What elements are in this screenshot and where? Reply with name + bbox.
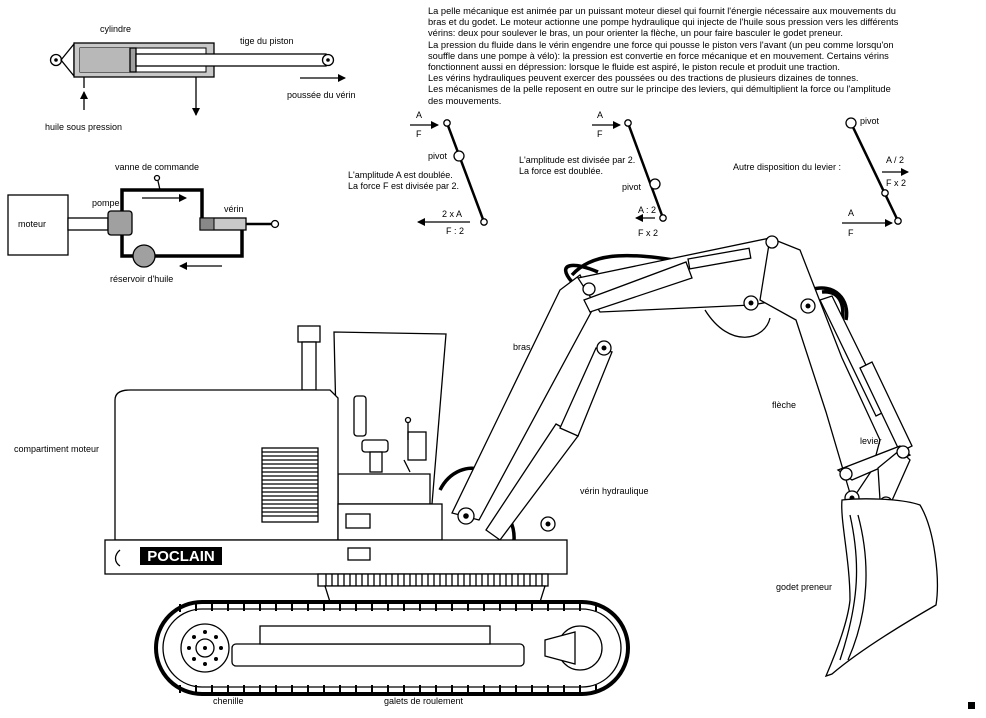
lever3-pivot: pivot: [860, 116, 880, 126]
lever2-out-f: F x 2: [638, 228, 658, 238]
lever1-desc1: L'amplitude A est doublée.: [348, 170, 453, 180]
bucket: [824, 498, 938, 678]
crawler-track: [154, 600, 630, 696]
label-cylindre: cylindre: [100, 24, 131, 34]
lever2-f: F: [597, 129, 603, 139]
stick: [759, 237, 881, 502]
lever1-a: A: [416, 110, 422, 120]
paragraph-line: La pelle mécanique est animée par un pui…: [428, 6, 896, 16]
corner-marker: [968, 702, 975, 709]
label-godet: godet preneur: [776, 582, 832, 592]
label-moteur: moteur: [18, 219, 46, 229]
label-chenille: chenille: [213, 696, 244, 706]
lever2-pivot: pivot: [622, 182, 642, 192]
paragraph-line: bras et du godet. Le moteur actionne une…: [428, 17, 899, 28]
lever-diagram-1: A F pivot L'amplitude A est doublée. La …: [348, 110, 488, 236]
lever1-desc2: La force F est divisée par 2.: [348, 181, 459, 191]
label-verin: vérin hydraulique: [580, 486, 649, 496]
paragraph-line: fonctionnent aussi en dépression: lorsqu…: [428, 62, 840, 73]
paragraph-line: des mouvements.: [428, 95, 502, 106]
lever1-out-a: 2 x A: [442, 209, 462, 219]
lever3-a: A: [848, 208, 854, 218]
label-tige: tige du piston: [240, 36, 294, 46]
engine-grille: [261, 447, 319, 523]
lever3-out-a: A / 2: [886, 155, 904, 165]
pivot-3: [845, 117, 857, 129]
lever3-title: Autre disposition du levier :: [733, 162, 841, 172]
lever2-desc1: L'amplitude est divisée par 2.: [519, 155, 635, 165]
paragraph-line: souffle dans une pompe à vélo): la press…: [428, 50, 889, 61]
pivot-2: [649, 178, 661, 190]
paragraph-line: Les mécanismes de la pelle reposent en o…: [428, 84, 891, 95]
lever2-out-a: A : 2: [638, 205, 656, 215]
oil-reservoir: [132, 244, 156, 268]
label-verin-small: vérin: [224, 204, 244, 214]
lever2-desc2: La force est doublée.: [519, 166, 603, 176]
label-bras: bras: [513, 342, 531, 352]
pump: [107, 210, 133, 236]
lever1-pivot: pivot: [428, 151, 448, 161]
brand-plate: [140, 547, 222, 565]
paragraph-line: La pression du fluide dans le vérin enge…: [428, 39, 894, 50]
paragraph-line: vérins: deux pour soulever le bras, un p…: [428, 28, 843, 39]
label-reservoir: réservoir d'huile: [110, 274, 173, 284]
paragraph-line: Les vérins hydrauliques peuvent exercer …: [428, 73, 859, 84]
label-vanne: vanne de commande: [115, 162, 199, 172]
lever1-out-f: F : 2: [446, 226, 464, 236]
label-galets: galets de roulement: [384, 696, 464, 706]
piston: [129, 47, 137, 73]
label-poussee: poussée du vérin: [287, 90, 356, 100]
lever2-a: A: [597, 110, 603, 120]
brand-label: POCLAIN: [147, 548, 215, 565]
circuit-diagram: moteur vanne de commande pompe vérin rés…: [7, 162, 280, 284]
lever-diagram-3: pivot Autre disposition du levier : A / …: [733, 116, 909, 238]
excavator: POCLAIN compartime: [14, 235, 938, 706]
lever3-f: F: [848, 228, 854, 238]
label-fleche: flèche: [772, 400, 796, 410]
label-compartiment: compartiment moteur: [14, 444, 99, 454]
lever1-f: F: [416, 129, 422, 139]
lever3-out-f: F x 2: [886, 178, 906, 188]
pivot-1: [453, 150, 465, 162]
piston-rod: [135, 53, 327, 67]
label-levier: levier: [860, 436, 882, 446]
label-pompe: pompe: [92, 198, 120, 208]
lever-diagram-2: A F pivot L'amplitude est divisée par 2.…: [519, 110, 667, 238]
label-huile: huile sous pression: [45, 122, 122, 132]
motor-box: [7, 194, 69, 256]
cylinder-diagram: cylindre tige du piston huile sous press…: [45, 24, 356, 132]
description-paragraph: La pelle mécanique est animée par un pui…: [428, 6, 968, 107]
